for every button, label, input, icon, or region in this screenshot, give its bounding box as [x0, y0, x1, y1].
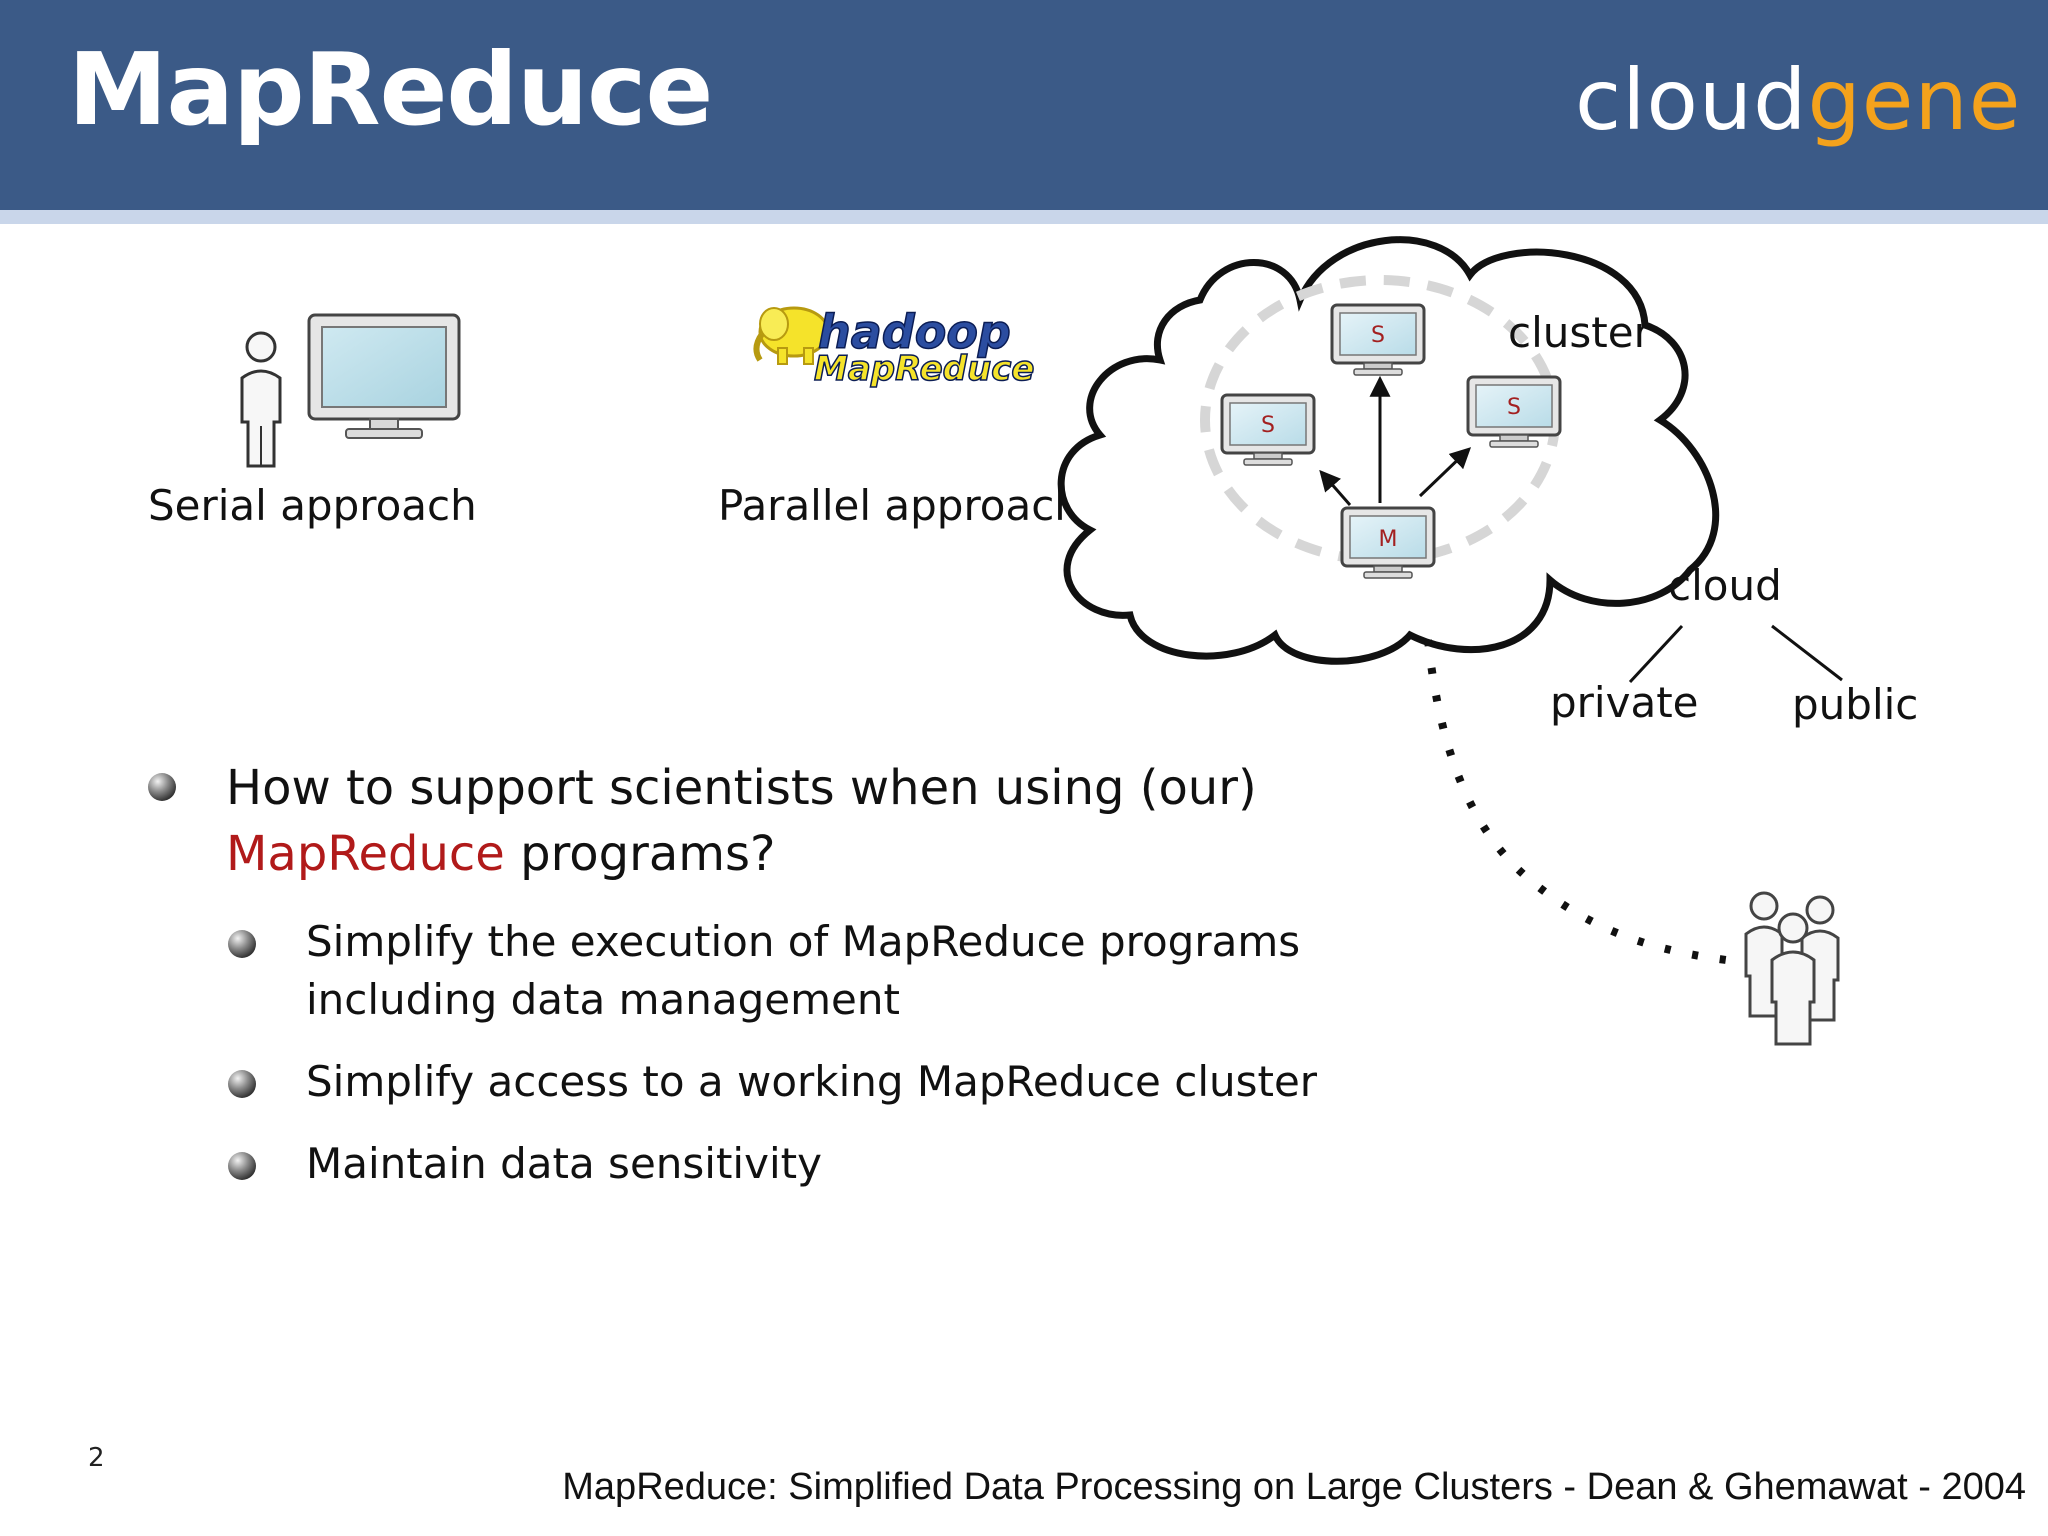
node-monitor-icon: S: [1330, 303, 1426, 376]
hadoop-logo-word: hadoop: [818, 305, 1011, 359]
sub-bullet-list: Simplify the execution of MapReduce prog…: [140, 913, 1480, 1193]
cloud-shape-icon: [1057, 236, 1720, 665]
sub-bullet: Simplify access to a working MapReduce c…: [140, 1053, 1480, 1111]
title-bar: [0, 0, 2048, 210]
slave-node-label: S: [1371, 323, 1385, 348]
cluster-label: cluster: [1508, 308, 1651, 357]
public-cloud-label: public: [1792, 680, 1919, 729]
slide-title: MapReduce: [68, 31, 713, 148]
bullet-icon: [228, 1152, 256, 1180]
mapreduce-logo-word: MapReduce: [814, 349, 1034, 389]
bullet-icon: [148, 773, 176, 801]
title-bar-underline: [0, 210, 2048, 224]
sub-bullet: Maintain data sensitivity: [140, 1135, 1480, 1193]
private-cloud-label: private: [1550, 678, 1699, 727]
cloud-diagram: S S S M: [1057, 236, 1720, 665]
slave-node-label: S: [1261, 413, 1275, 438]
hadoop-elephant-icon: [753, 306, 830, 365]
main-bullet: How to support scientists when using (ou…: [140, 755, 1480, 887]
citation: MapReduce: Simplified Data Processing on…: [562, 1466, 2026, 1508]
serial-approach-label: Serial approach: [148, 481, 477, 530]
sub-bullet-text: Simplify access to a working MapReduce c…: [306, 1057, 1318, 1106]
master-node-label: M: [1379, 527, 1398, 552]
person-icon: [240, 331, 282, 468]
bullet-icon: [228, 1070, 256, 1098]
master-node-monitor-icon: M: [1340, 506, 1436, 579]
main-bullet-text-suffix: programs?: [504, 826, 776, 882]
slide-number: 2: [88, 1443, 105, 1473]
node-monitor-icon: S: [1466, 375, 1562, 448]
sub-bullet: Simplify the execution of MapReduce prog…: [140, 913, 1480, 1029]
cloud-label: cloud: [1668, 561, 1782, 610]
monitor-icon: [307, 313, 461, 439]
cloud-type-branches: [1628, 624, 1843, 684]
people-group-icon: [1744, 891, 1840, 1046]
main-bullet-highlight: MapReduce: [226, 826, 505, 882]
logo-word-gene: gene: [1807, 51, 2022, 149]
slave-node-label: S: [1507, 395, 1521, 420]
bullet-icon: [228, 930, 256, 958]
logo-word-cloud: cloud: [1575, 51, 1808, 149]
sub-bullet-text: Maintain data sensitivity: [306, 1139, 822, 1188]
cloudgene-logo: cloudgene: [1575, 58, 2021, 142]
hadoop-mapreduce-logo: hadoop MapReduce: [753, 304, 1035, 390]
main-bullet-text-prefix: How to support scientists when using (ou…: [226, 760, 1257, 816]
node-monitor-icon: S: [1220, 393, 1316, 466]
sub-bullet-text: Simplify the execution of MapReduce prog…: [306, 917, 1301, 1024]
parallel-approach-label: Parallel approach: [718, 481, 1081, 530]
bullet-list: How to support scientists when using (ou…: [140, 755, 1480, 1217]
